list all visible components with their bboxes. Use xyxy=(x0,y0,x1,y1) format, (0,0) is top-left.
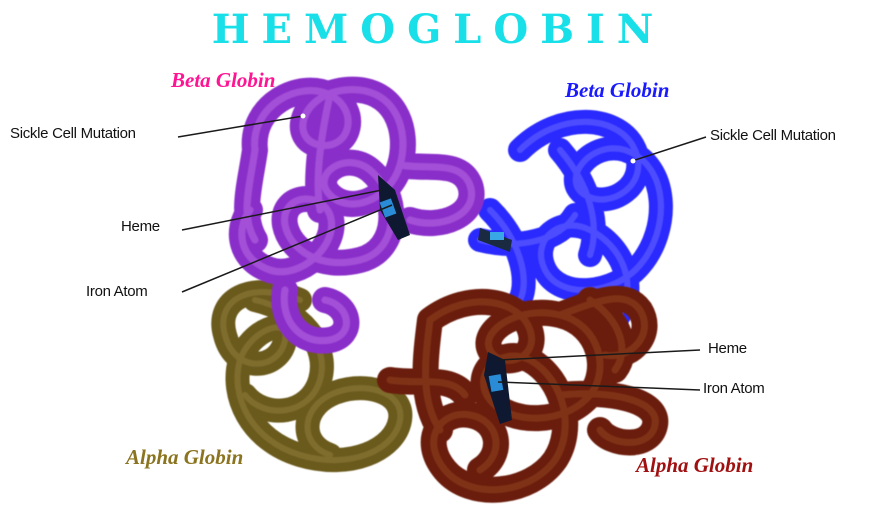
sickle-mutation-marker-right xyxy=(631,159,636,164)
alpha-globin-left-label: Alpha Globin xyxy=(126,445,243,470)
heme-right-label: Heme xyxy=(708,340,747,357)
alpha-globin-left-subunit xyxy=(223,292,400,460)
sickle-cell-mutation-left-label: Sickle Cell Mutation xyxy=(10,125,136,142)
heme-left-label: Heme xyxy=(121,218,160,235)
alpha-globin-right-label: Alpha Globin xyxy=(636,453,753,478)
sickle-mutation-marker-left xyxy=(301,114,306,119)
beta-globin-left-label: Beta Globin xyxy=(171,68,275,93)
iron-atom-right-label: Iron Atom xyxy=(703,380,765,397)
beta-globin-right-label: Beta Globin xyxy=(565,78,669,103)
leader-sickle-left xyxy=(178,116,303,137)
sickle-cell-mutation-right-label: Sickle Cell Mutation xyxy=(710,127,836,144)
alpha-globin-right-subunit xyxy=(390,299,655,490)
iron-atom-left-label: Iron Atom xyxy=(86,283,148,300)
